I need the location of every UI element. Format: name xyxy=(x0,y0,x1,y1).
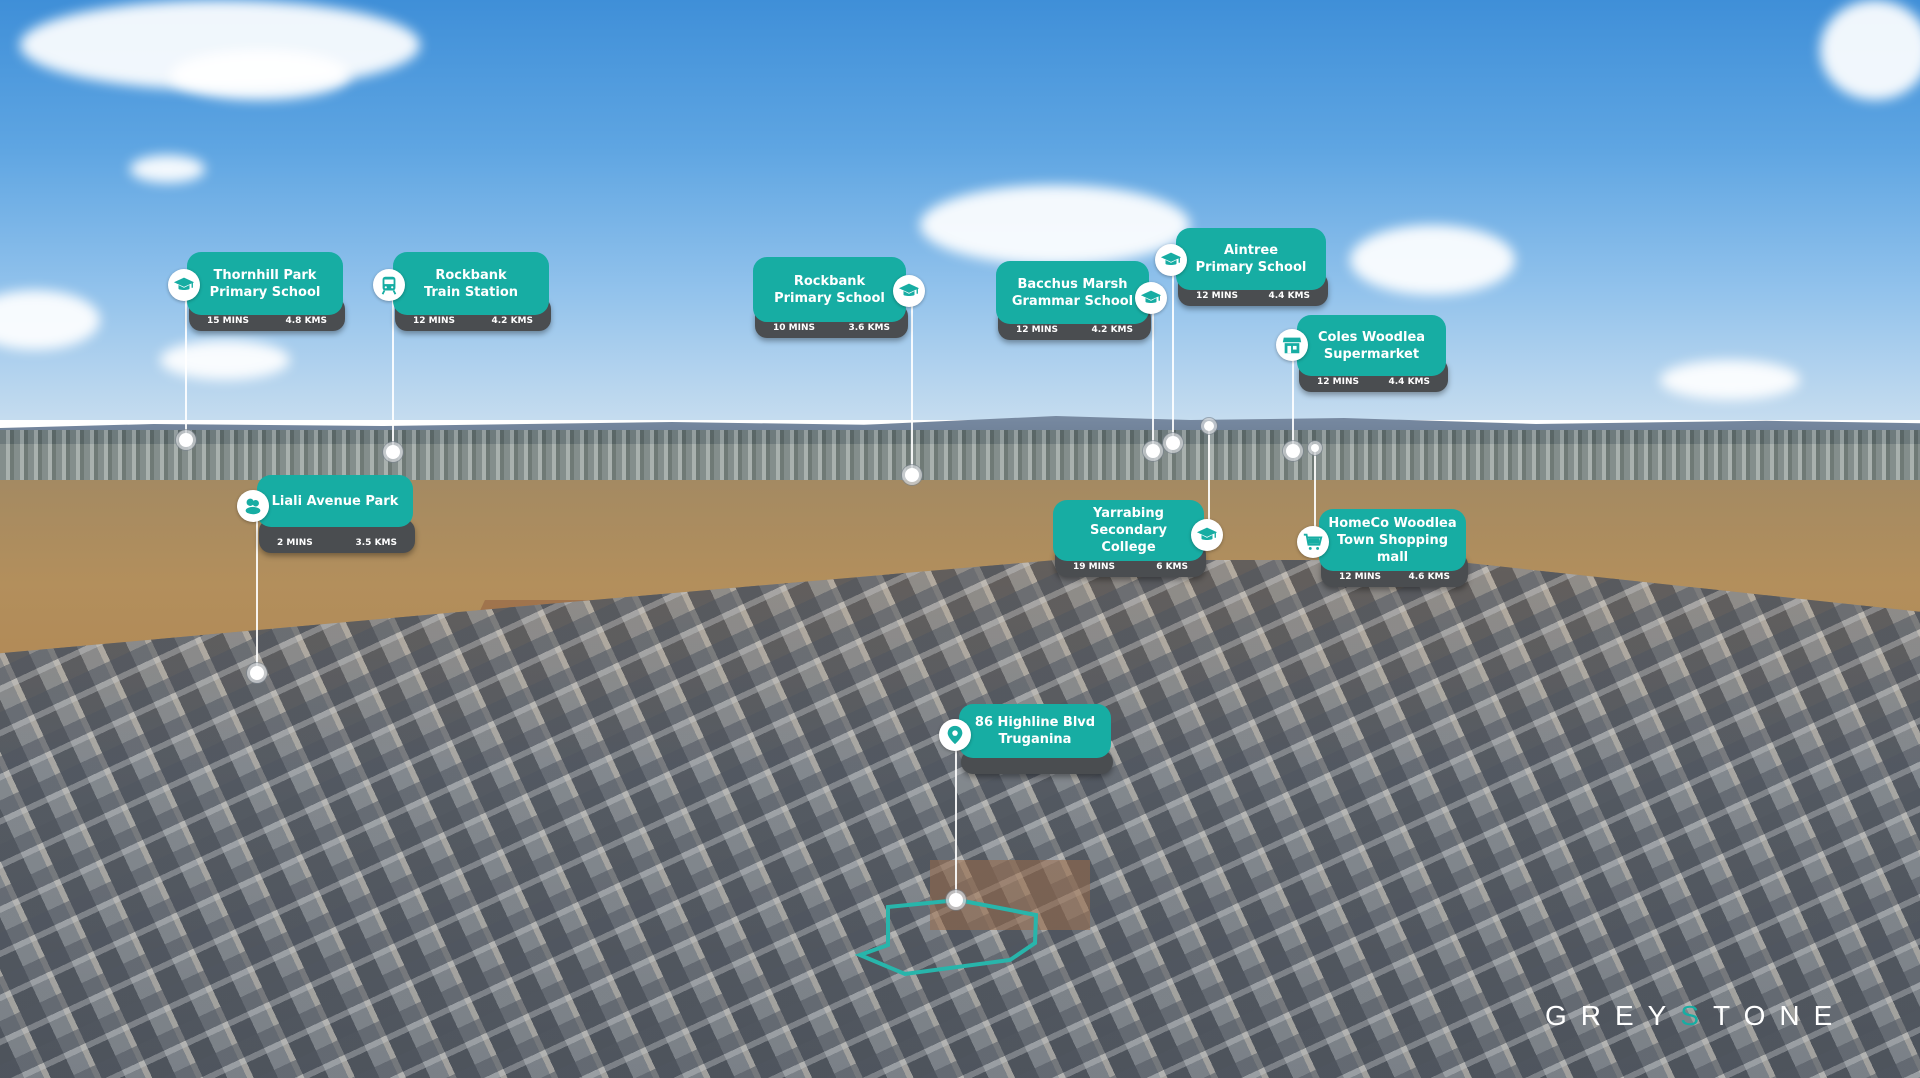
travel-time: 12 MINS xyxy=(1196,291,1238,301)
shopping-cart-icon xyxy=(1297,526,1329,558)
poi-card-liali-avenue-park[interactable]: Liali Avenue Park 2 MINS 3.5 KMS xyxy=(257,475,415,553)
travel-time: 10 MINS xyxy=(773,323,815,333)
leader-line xyxy=(1152,312,1154,451)
graduation-cap-icon xyxy=(1191,519,1223,551)
graduation-cap-icon xyxy=(893,275,925,307)
distance: 4.8 KMS xyxy=(285,316,328,326)
distance: 3.5 KMS xyxy=(355,538,398,548)
distance: 4.6 KMS xyxy=(1408,572,1451,582)
location-pin-icon xyxy=(939,719,971,751)
distance: 4.2 KMS xyxy=(1091,325,1134,335)
greystone-logo: GREYSTONE xyxy=(1545,1000,1847,1031)
cloud xyxy=(0,290,100,350)
leader-line xyxy=(911,305,913,475)
distance: 4.4 KMS xyxy=(1388,377,1431,387)
leader-line xyxy=(1314,448,1316,528)
distance: 6 KMS xyxy=(1156,562,1188,572)
location-dot[interactable] xyxy=(1286,444,1300,458)
distance: 4.2 KMS xyxy=(491,316,534,326)
park-tree-icon xyxy=(237,490,269,522)
leader-line xyxy=(955,750,957,900)
leader-line xyxy=(256,520,258,673)
leader-line xyxy=(1208,426,1210,521)
housing-estate xyxy=(0,560,1920,1078)
travel-time: 12 MINS xyxy=(1016,325,1058,335)
location-dot[interactable] xyxy=(386,445,400,459)
leader-line xyxy=(185,300,187,440)
cloud xyxy=(160,340,290,380)
travel-time: 12 MINS xyxy=(1339,572,1381,582)
cloud xyxy=(1350,225,1515,295)
graduation-cap-icon xyxy=(168,269,200,301)
store-icon xyxy=(1276,329,1308,361)
poi-title: Liali Avenue Park xyxy=(257,475,413,527)
location-dot[interactable] xyxy=(905,468,919,482)
cloud xyxy=(130,155,205,183)
travel-time: 19 MINS xyxy=(1073,562,1115,572)
cloud xyxy=(1820,0,1920,100)
leader-line xyxy=(1172,275,1174,443)
cloud xyxy=(170,50,350,100)
travel-time: 12 MINS xyxy=(413,316,455,326)
location-dot[interactable] xyxy=(1204,421,1214,431)
graduation-cap-icon xyxy=(1155,244,1187,276)
distance: 4.4 KMS xyxy=(1268,291,1311,301)
property-location-dot[interactable] xyxy=(949,893,963,907)
cloud xyxy=(920,185,1190,265)
train-icon xyxy=(373,269,405,301)
location-dot[interactable] xyxy=(250,666,264,680)
location-dot[interactable] xyxy=(1311,444,1319,452)
travel-time: 12 MINS xyxy=(1317,377,1359,387)
distance: 3.6 KMS xyxy=(848,323,891,333)
leader-line xyxy=(1292,360,1294,451)
travel-time: 2 MINS xyxy=(277,538,313,548)
leader-line xyxy=(392,300,394,452)
location-dot[interactable] xyxy=(179,433,193,447)
location-dot[interactable] xyxy=(1146,444,1160,458)
graduation-cap-icon xyxy=(1135,282,1167,314)
cloud xyxy=(1660,360,1800,400)
travel-time: 15 MINS xyxy=(207,316,249,326)
location-dot[interactable] xyxy=(1166,436,1180,450)
